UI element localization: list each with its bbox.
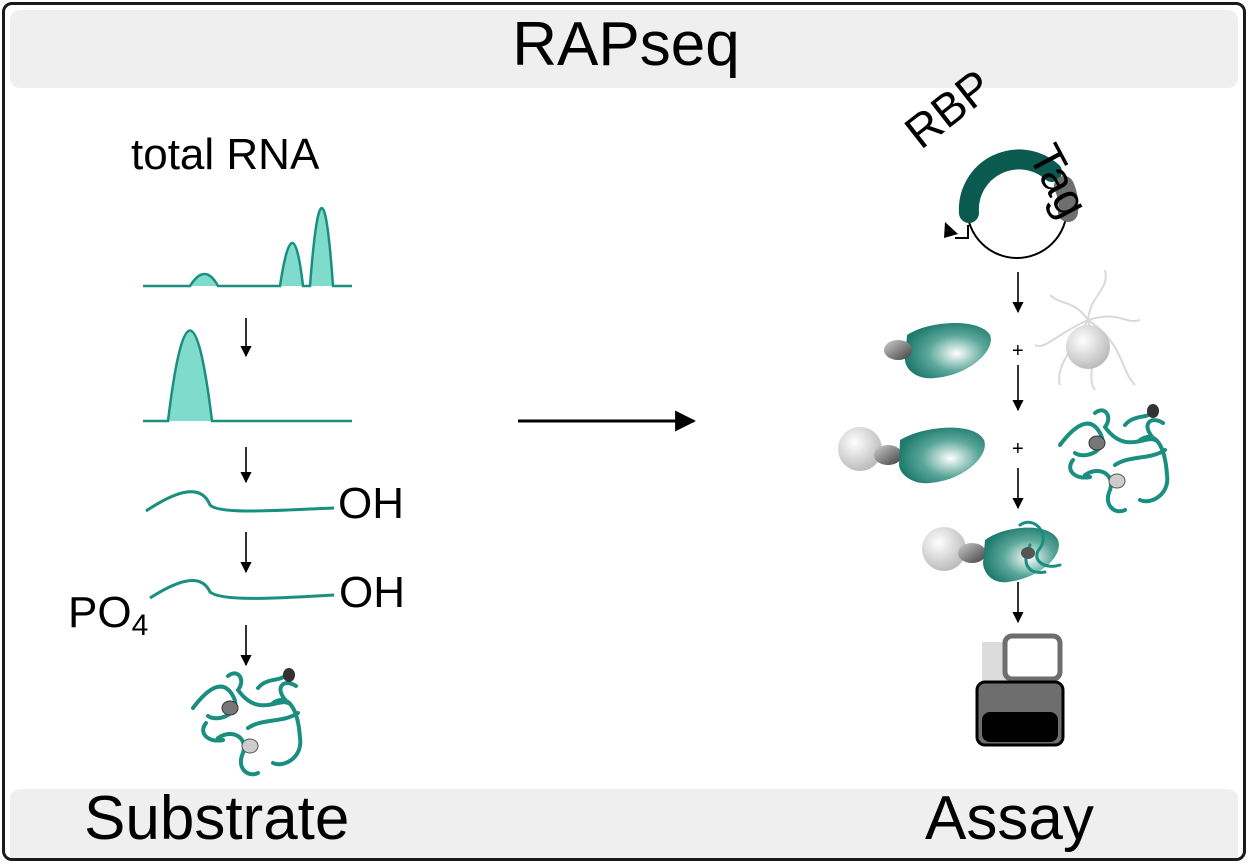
oh-label: OH — [338, 479, 404, 528]
bound-complex-icon — [922, 521, 1062, 583]
substrate-section-label: Substrate — [84, 784, 350, 853]
header-band — [10, 10, 1238, 88]
footer-band — [10, 789, 1238, 858]
rna-structure-icon — [1058, 404, 1170, 514]
oh-label: OH — [339, 568, 405, 617]
po4-label: PO4 — [68, 588, 149, 642]
selected-rna-trace — [143, 329, 352, 423]
bead-icon — [1034, 269, 1141, 391]
rbp-protein-icon — [884, 322, 991, 379]
plus-sign: + — [1012, 340, 1024, 362]
bead-protein-complex-icon — [838, 427, 985, 484]
page-title: RAPseq — [512, 10, 740, 79]
rna-structure-icon — [191, 668, 303, 777]
total-rna-trace — [143, 207, 352, 288]
sequencer-icon — [975, 633, 1065, 747]
assay-section-label: Assay — [925, 784, 1094, 853]
phosphorylated-rna-strand-icon — [149, 579, 335, 600]
plasmid-icon — [944, 149, 1079, 259]
total-rna-label: total RNA — [131, 130, 320, 179]
plus-sign: + — [1012, 438, 1024, 460]
rna-strand-icon — [145, 490, 335, 513]
